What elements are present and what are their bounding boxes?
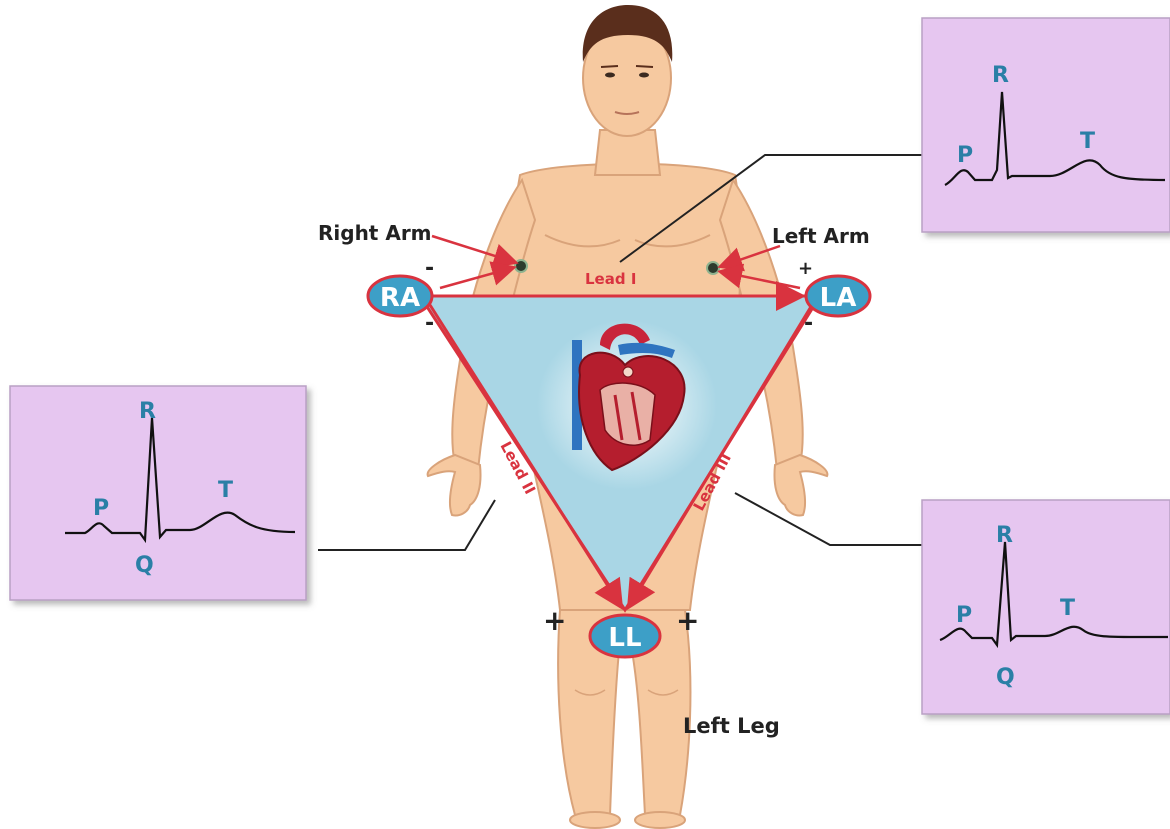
electrode-ra-label: RA [380,283,420,313]
ecg-panel-lead1: P R T [922,18,1170,232]
ra-lead2-polarity: - [425,311,434,336]
wave-t-lead3: T [1060,596,1075,621]
electrode-la-label: LA [820,283,857,313]
wave-r-lead3: R [996,523,1013,548]
heart-icon [537,320,717,490]
wave-r-lead2: R [139,399,156,424]
left-leg-label: Left Leg [683,714,780,738]
lead3-connector [735,493,922,545]
right-arm-electrode-dot [515,260,527,272]
wave-q-lead3: Q [996,665,1015,690]
la-lead3-polarity: - [804,311,813,336]
ll-lead3-polarity: + [676,604,699,637]
ecg-panel-lead3: P R Q T [922,500,1170,714]
electrode-ra: RA [368,276,432,316]
wave-p-lead3: P [956,603,972,628]
la-lead1-polarity: + [798,258,813,279]
ra-lead1-polarity: - [425,256,434,281]
ecg-panel-lead2: P R Q T [10,386,306,600]
wave-t-lead1: T [1080,129,1095,154]
wave-r-lead1: R [992,63,1009,88]
wave-t-lead2: T [218,478,233,503]
right-arm-label: Right Arm [318,221,432,245]
left-arm-label: Left Arm [772,224,870,248]
electrode-ll-label: LL [608,623,641,653]
wave-q-lead2: Q [135,553,154,578]
lead1-label: Lead I [585,270,636,288]
electrode-la: LA [806,276,870,316]
ll-lead2-polarity: + [543,604,566,637]
wave-p-lead1: P [957,143,973,168]
wave-p-lead2: P [93,496,109,521]
electrode-ll: LL [590,615,660,657]
left-arm-electrode-dot [707,262,719,274]
